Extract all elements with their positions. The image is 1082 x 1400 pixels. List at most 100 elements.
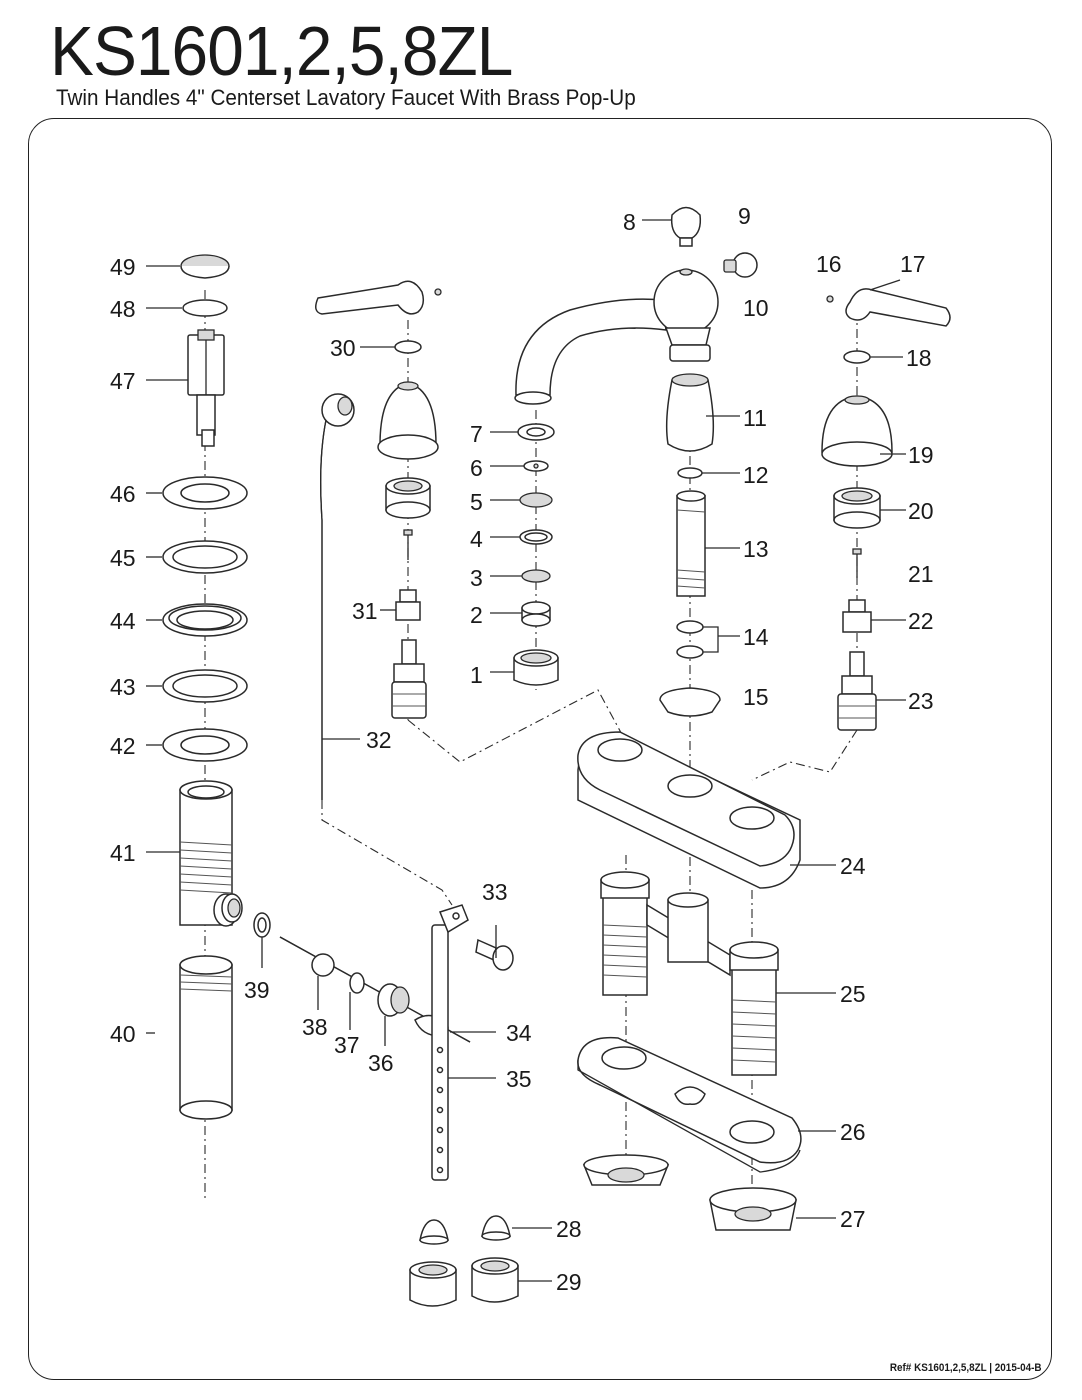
callout-30: 30 [330,335,356,361]
part-27-mounting-nut-left [582,1154,670,1186]
part-14-o-rings [676,620,704,659]
callout-38: 38 [302,1014,328,1040]
part-26-gasket [577,1036,802,1173]
callout-45: 45 [110,545,136,571]
model-subtitle: Twin Handles 4" Centerset Lavatory Fauce… [56,85,636,110]
callout-4: 4 [470,526,483,552]
leader-lines [146,219,906,1282]
part-6-disc [523,460,549,472]
part-19-right-escutcheon [821,395,893,467]
part-1-aerator-housing [513,649,559,686]
callout-47: 47 [110,368,136,394]
part-13-spout-shank [676,490,706,597]
callout-9: 9 [738,203,751,229]
part-20-right-bonnet-nut [833,487,881,529]
callout-22: 22 [908,608,934,634]
part-47-popup-stopper [187,329,225,447]
part-3-mesh-screen [521,569,551,583]
callout-32: 32 [366,727,392,753]
part-4-ring [519,529,553,545]
part-32-lift-rod [320,393,355,800]
callout-11: 11 [743,405,767,431]
part-30-o-ring [394,340,422,354]
part-31-left-stem-adapter [395,589,421,621]
callout-1: 1 [470,662,483,688]
part-28-compression-cones [419,1215,511,1245]
callout-41: 41 [110,840,136,866]
callout-5: 5 [470,489,483,515]
callout-27: 27 [840,1206,866,1232]
part-49-popup-cap [180,254,230,279]
part-44-gasket [162,603,248,637]
callout-7: 7 [470,421,483,447]
part-17-left-handle-lever [315,280,442,315]
callout-20: 20 [908,498,934,524]
callout-49: 49 [110,254,136,280]
part-8-finial [670,206,702,276]
callout-17: 17 [900,251,926,277]
callout-35: 35 [506,1066,532,1092]
callout-19: 19 [908,442,934,468]
callout-29: 29 [556,1269,582,1295]
callout-18: 18 [906,345,932,371]
part-10-spout [514,269,719,405]
diagram-frame [28,118,1052,1380]
callout-34: 34 [506,1020,532,1046]
callout-48: 48 [110,296,136,322]
part-29-coupling-nuts [409,1257,519,1307]
part-46-flange [162,476,248,510]
callout-46: 46 [110,481,136,507]
part-40-tailpiece [179,955,233,1120]
part-48-o-ring [182,299,228,317]
part-36-pivot-nut [377,983,410,1017]
callout-39: 39 [244,977,270,1003]
part-12-o-ring [677,467,703,479]
part-24-deck-plate [577,731,801,889]
part-15-spout-gasket [659,687,721,717]
part-20-left-bonnet-nut [385,477,431,519]
callout-28: 28 [556,1216,582,1242]
callout-33: 33 [482,879,508,905]
callout-6: 6 [470,455,483,481]
part-21-right-screw [852,548,862,578]
part-2-aerator-insert [521,601,551,627]
part-43-washer [162,669,248,703]
part-21-left-screw [403,529,413,560]
callout-25: 25 [840,981,866,1007]
part-33-strap-screw [439,904,514,971]
callout-21: 21 [908,561,934,587]
part-23-left-cartridge [391,639,427,719]
part-17-right-handle-lever [826,288,951,327]
callout-31: 31 [352,598,378,624]
part-7-washer [517,423,555,441]
model-title: KS1601,2,5,8ZL [50,12,513,90]
part-18-o-ring [843,350,871,364]
part-23-right-cartridge [837,651,877,731]
callout-12: 12 [743,462,769,488]
callout-40: 40 [110,1021,136,1047]
part-39-washer [253,912,271,938]
part-5-aerator-screen [519,492,553,508]
callout-15: 15 [743,684,769,710]
reference-note: Ref# KS1601,2,5,8ZL | 2015-04-B [890,1362,1042,1374]
callout-24: 24 [840,853,866,879]
part-37-washer [349,972,365,994]
callout-16: 16 [816,251,842,277]
callout-44: 44 [110,608,136,634]
part-42-washer [162,728,248,762]
callout-37: 37 [334,1032,360,1058]
callout-42: 42 [110,733,136,759]
callout-23: 23 [908,688,934,714]
part-22-right-stem-adapter [842,599,872,633]
callout-8: 8 [623,209,636,235]
part-45-washer [162,540,248,574]
part-19-left-escutcheon [377,381,439,460]
callout-2: 2 [470,602,483,628]
callout-3: 3 [470,565,483,591]
part-41-drain-body [179,780,243,927]
part-35-extension-strap [431,924,449,1181]
callout-13: 13 [743,536,769,562]
part-number-callouts: 1 2 3 4 5 6 7 8 9 10 11 12 13 14 15 16 1… [110,203,934,1295]
part-11-spout-collar [665,373,715,452]
